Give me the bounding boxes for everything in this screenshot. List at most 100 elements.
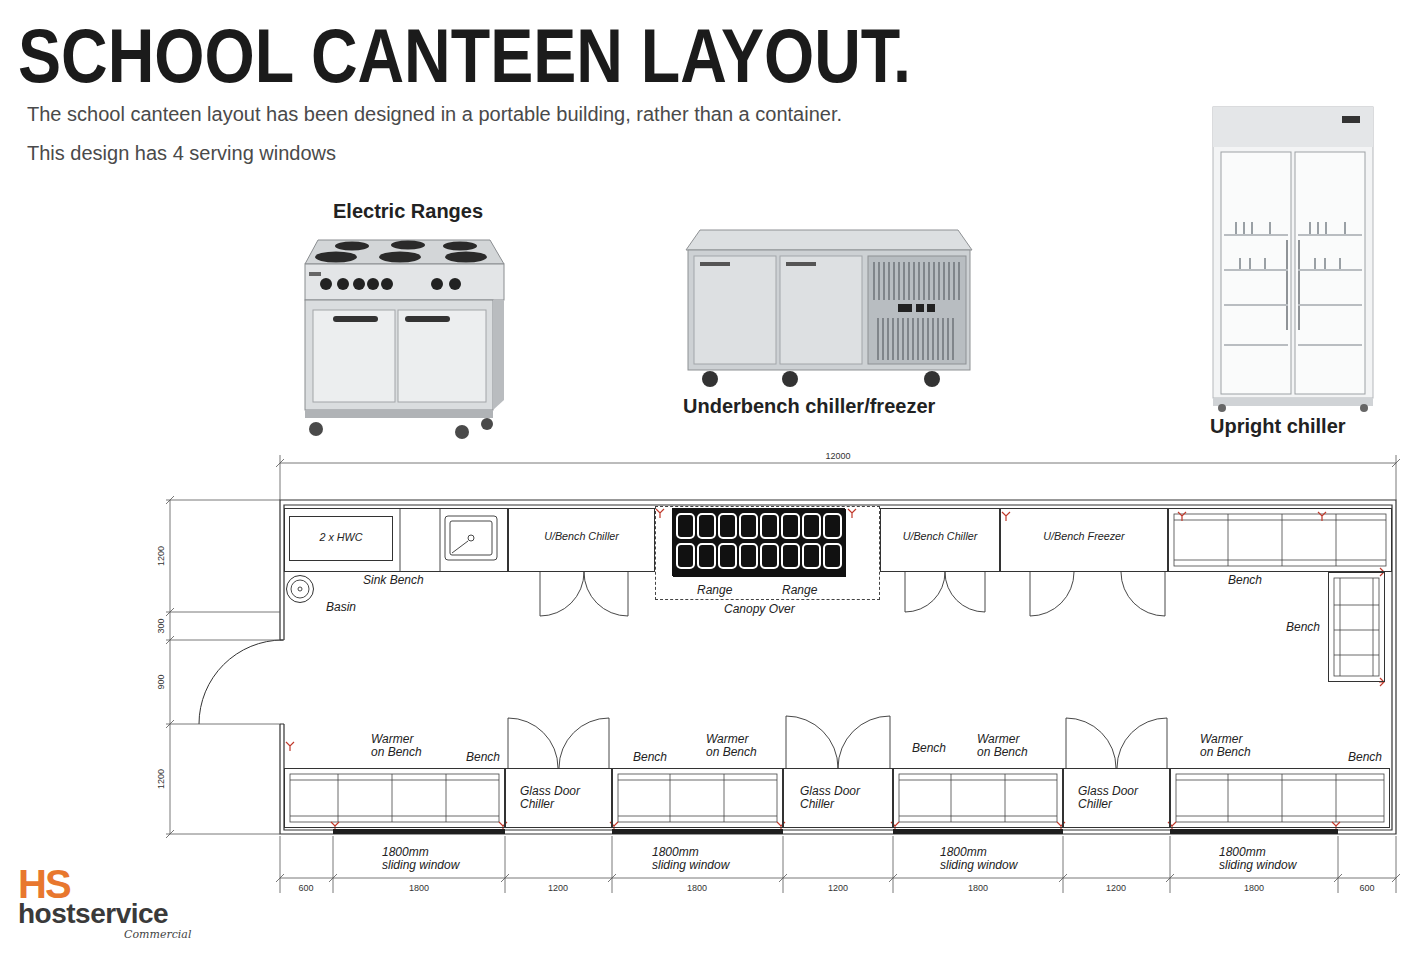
entry-door bbox=[199, 640, 283, 724]
electric-range-photo bbox=[367, 278, 379, 290]
equipment-label: U/Bench Freezer bbox=[1000, 530, 1168, 543]
sink-detail bbox=[291, 580, 309, 598]
electric-range-photo bbox=[493, 300, 504, 410]
underbench-chiller-photo bbox=[700, 262, 730, 266]
subtitle-text: This design has 4 serving windows bbox=[27, 142, 336, 165]
sink-detail bbox=[445, 516, 497, 560]
window-label: 1800mm sliding window bbox=[382, 846, 463, 872]
underbench-chiller-photo bbox=[898, 304, 912, 312]
upright-chiller-photo bbox=[1213, 398, 1373, 406]
dimension-text: 1800 bbox=[968, 884, 988, 893]
range-cooktop bbox=[782, 544, 799, 568]
range-cooktop bbox=[803, 514, 820, 538]
electric-range-photo bbox=[305, 240, 504, 439]
electric-range-photo bbox=[309, 418, 493, 439]
bench-shelving bbox=[290, 774, 499, 822]
water-heater-box: 2 x HWC bbox=[289, 516, 393, 561]
electric-range-photo bbox=[405, 316, 450, 322]
range-cooktop bbox=[677, 514, 694, 538]
upright-chiller-photo bbox=[1213, 107, 1373, 147]
range-cooktop bbox=[824, 514, 841, 538]
electric-range-photo bbox=[315, 252, 357, 263]
door-swings bbox=[1066, 718, 1116, 768]
range-cooktop bbox=[824, 544, 841, 568]
equipment-label: 2 x HWC bbox=[289, 531, 393, 544]
equipment-label: Canopy Over bbox=[724, 603, 795, 616]
basin: Basin bbox=[286, 575, 314, 603]
electric-range-photo bbox=[445, 252, 487, 263]
range-cooktop bbox=[719, 544, 736, 568]
dimension-lines bbox=[276, 874, 1400, 882]
bench-shelving bbox=[1334, 578, 1379, 676]
electric-range-photo bbox=[398, 310, 486, 402]
underbench-chiller-photo bbox=[686, 230, 972, 250]
warmer-bench: BenchWarmer on Bench bbox=[893, 768, 1063, 828]
underbench-chiller-photo bbox=[702, 371, 940, 387]
dimension-text: 900 bbox=[157, 674, 166, 689]
dimension-text: 600 bbox=[298, 884, 313, 893]
warmer-bench: BenchWarmer on Bench bbox=[612, 768, 783, 828]
door-swings bbox=[1121, 572, 1165, 616]
equipment-label: Glass Door Chiller bbox=[520, 785, 586, 811]
sliding-windows bbox=[1170, 829, 1338, 834]
dimension-text: 1200 bbox=[548, 884, 568, 893]
electric-range-photo bbox=[305, 410, 493, 418]
sink-detail bbox=[452, 541, 468, 553]
sink-detail bbox=[291, 508, 497, 598]
underbench-chiller: U/Bench Chiller bbox=[508, 508, 655, 572]
range-top: Range bbox=[759, 509, 846, 577]
sliding-windows bbox=[612, 829, 783, 834]
range-cooktop bbox=[672, 508, 845, 576]
electric-range-photo bbox=[320, 278, 332, 290]
dimension-text: 300 bbox=[157, 618, 166, 633]
upright-chiller-photo bbox=[1287, 240, 1299, 330]
sliding-windows bbox=[333, 829, 505, 834]
electric-range-photo bbox=[443, 242, 477, 251]
subtitle-text: The school canteen layout has been desig… bbox=[27, 103, 842, 126]
equipment-label: Bench bbox=[633, 751, 667, 764]
range-cooktop bbox=[740, 514, 757, 538]
product-label: Underbench chiller/freezer bbox=[683, 395, 935, 418]
door-swings bbox=[786, 716, 838, 768]
bench-shelving bbox=[1176, 774, 1384, 822]
canopy-outline: Canopy OverRangeRange bbox=[655, 506, 880, 600]
page-title: SCHOOL CANTEEN LAYOUT. bbox=[18, 18, 911, 94]
equipment-label: Sink Bench bbox=[363, 574, 424, 587]
upright-chiller-photo bbox=[1221, 152, 1291, 394]
underbench-chiller-photo bbox=[688, 250, 970, 370]
underbench-chiller-photo bbox=[686, 230, 972, 387]
electric-range-photo bbox=[337, 278, 349, 290]
door-swings bbox=[838, 716, 890, 768]
door-swings bbox=[584, 572, 628, 616]
logo-wordmark: hostservice bbox=[18, 900, 168, 928]
window-label: 1800mm sliding window bbox=[652, 846, 733, 872]
dimension-text: 1200 bbox=[1106, 884, 1126, 893]
building-walls bbox=[280, 500, 1396, 834]
equipment-label: Bench bbox=[1228, 574, 1262, 587]
building-walls bbox=[284, 505, 1392, 830]
range-cooktop bbox=[803, 544, 820, 568]
door-swings bbox=[559, 718, 609, 768]
building-walls bbox=[280, 500, 1396, 834]
equipment-label: Warmer on Bench bbox=[977, 733, 1031, 759]
upright-chiller-photo bbox=[1342, 116, 1360, 123]
door-swings bbox=[508, 718, 558, 768]
power-outlet-markers bbox=[286, 509, 1384, 829]
upright-chiller-photo bbox=[1218, 404, 1226, 412]
building-walls bbox=[280, 640, 284, 724]
glass-door-chiller: Glass Door Chiller bbox=[1063, 768, 1170, 828]
dimension-text: 1800 bbox=[687, 884, 707, 893]
door-swings bbox=[1030, 572, 1074, 616]
electric-range-photo bbox=[333, 316, 378, 322]
bench-shelving bbox=[1176, 774, 1384, 822]
electric-range-photo bbox=[431, 278, 443, 290]
electric-range-photo bbox=[335, 242, 369, 251]
sliding-windows bbox=[333, 829, 1338, 834]
bench-shelving bbox=[899, 774, 1057, 822]
sliding-windows bbox=[893, 829, 1063, 834]
electric-range-photo bbox=[455, 425, 469, 439]
electric-range-photo bbox=[391, 241, 425, 250]
range-cooktop bbox=[698, 544, 715, 568]
sink-detail bbox=[450, 521, 492, 555]
door-swings bbox=[1117, 718, 1167, 768]
